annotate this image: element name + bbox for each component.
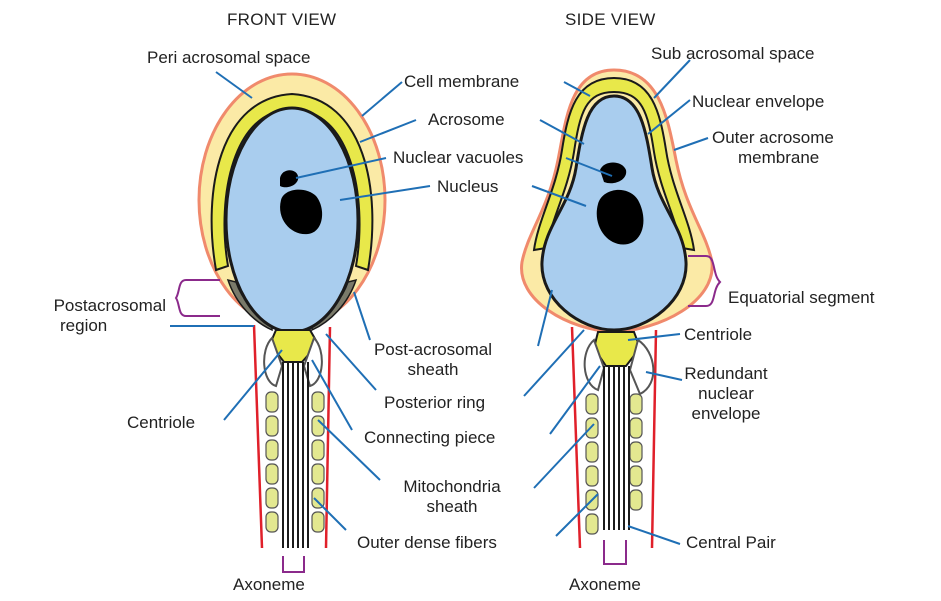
label-outer-acrosome-membrane-line2: membrane <box>738 148 819 168</box>
side-view-heading: SIDE VIEW <box>565 10 656 30</box>
label-equatorial-segment: Equatorial segment <box>728 288 874 308</box>
label-redundant-nuclear-envelope-line1: Redundant <box>680 364 772 384</box>
label-posterior-ring: Posterior ring <box>384 393 485 413</box>
label-outer-dense-fibers: Outer dense fibers <box>357 533 497 553</box>
label-redundant-nuclear-envelope-line3: envelope <box>680 404 772 424</box>
postacrosomal-region-bracket <box>176 280 220 316</box>
label-axoneme-side: Axoneme <box>569 575 641 595</box>
label-mitochondria-sheath-line2: sheath <box>376 497 528 517</box>
front-mitochondria <box>266 392 324 532</box>
label-acrosome: Acrosome <box>428 110 505 130</box>
label-axoneme-front: Axoneme <box>233 575 305 595</box>
label-post-acrosomal-sheath-line2: sheath <box>370 360 496 380</box>
label-central-pair: Central Pair <box>686 533 776 553</box>
label-mitochondria-sheath-line1: Mitochondria <box>376 477 528 497</box>
label-nuclear-envelope: Nuclear envelope <box>692 92 824 112</box>
label-nuclear-vacuoles: Nuclear vacuoles <box>393 148 523 168</box>
label-nucleus: Nucleus <box>437 177 498 197</box>
label-postacrosomal-region-line2: region <box>60 316 107 336</box>
label-post-acrosomal-sheath-line1: Post-acrosomal <box>370 340 496 360</box>
front-view-drawing <box>176 74 385 572</box>
label-postacrosomal-region-line1: Postacrosomal <box>14 296 166 316</box>
label-sub-acrosomal-space: Sub acrosomal space <box>651 44 814 64</box>
label-outer-acrosome-membrane-line1: Outer acrosome <box>712 128 834 148</box>
label-centriole-front: Centriole <box>127 413 195 433</box>
label-centriole-side: Centriole <box>684 325 752 345</box>
front-axoneme-fibers <box>283 362 308 548</box>
label-redundant-nuclear-envelope-line2: nuclear <box>680 384 772 404</box>
label-cell-membrane: Cell membrane <box>404 72 519 92</box>
label-connecting-piece: Connecting piece <box>364 428 495 448</box>
side-axoneme-bracket <box>604 540 626 564</box>
front-axoneme-bracket <box>283 556 304 572</box>
label-peri-acrosomal-space: Peri acrosomal space <box>147 48 310 68</box>
side-axoneme-fibers <box>604 366 629 530</box>
front-view-heading: FRONT VIEW <box>227 10 336 30</box>
